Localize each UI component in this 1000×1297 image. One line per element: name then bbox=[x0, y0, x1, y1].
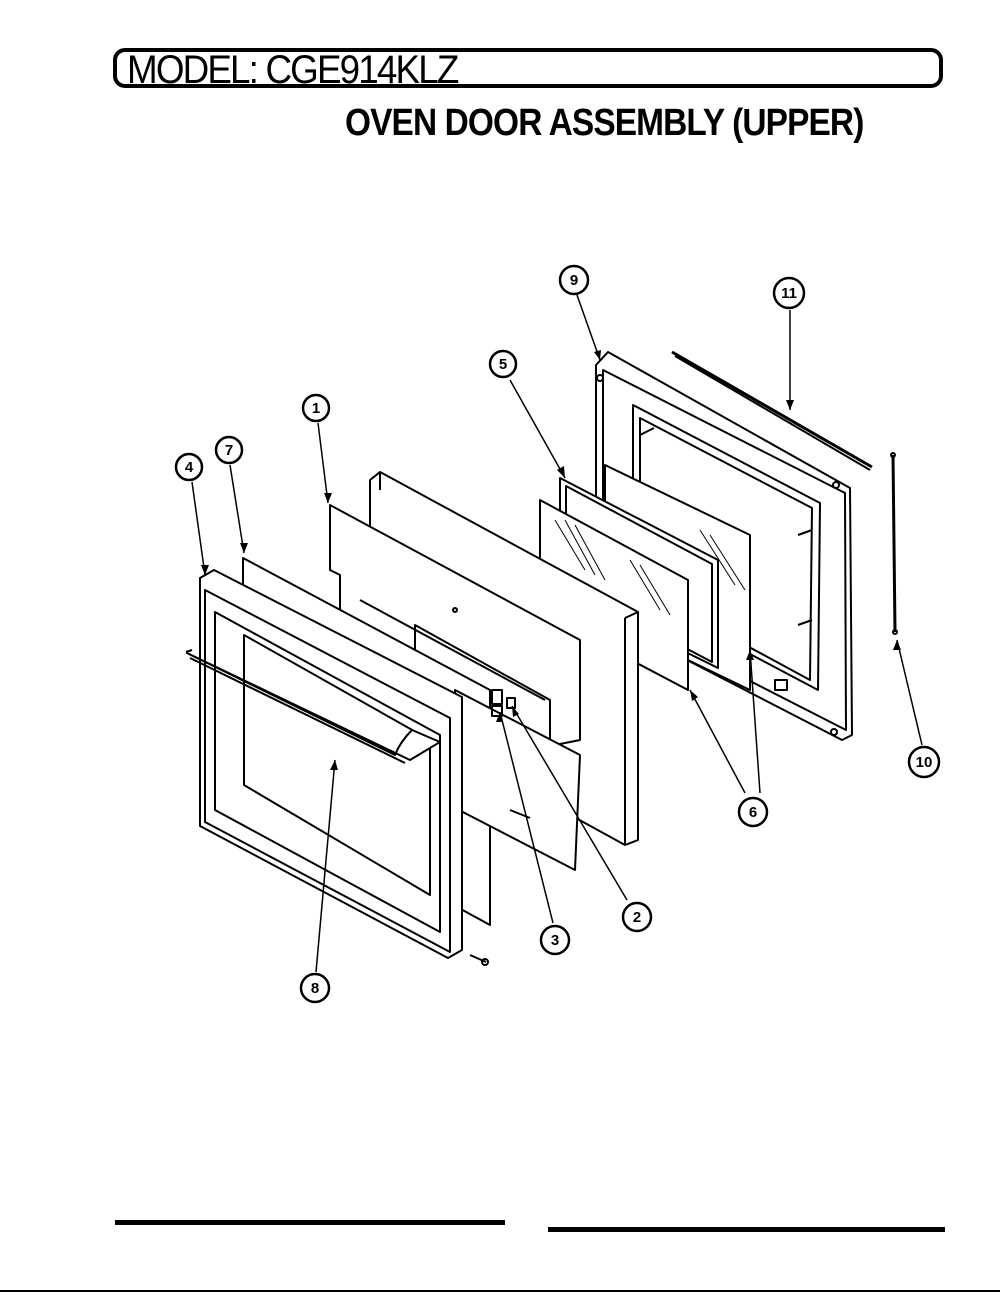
callout-7: 7 bbox=[214, 435, 244, 465]
part-outer-frame bbox=[199, 569, 463, 959]
callout-9: 9 bbox=[558, 264, 590, 296]
model-number: CGE914KLZ bbox=[265, 48, 459, 92]
callout-3: 3 bbox=[539, 924, 571, 956]
footer-rule-right bbox=[548, 1227, 945, 1232]
svg-text:11: 11 bbox=[781, 285, 797, 302]
callout-2: 2 bbox=[621, 901, 653, 933]
model-prefix: MODEL: bbox=[127, 48, 259, 92]
part-glass-panels bbox=[539, 464, 751, 691]
part-handle bbox=[185, 649, 441, 764]
svg-text:9: 9 bbox=[570, 272, 578, 289]
callout-11: 11 bbox=[772, 276, 806, 310]
callout-4: 4 bbox=[174, 452, 204, 482]
part-side-rod bbox=[890, 452, 898, 635]
model-label: MODEL: CGE914KLZ bbox=[127, 48, 459, 92]
footer-rule-left bbox=[115, 1220, 505, 1225]
svg-text:3: 3 bbox=[551, 932, 559, 949]
part-top-rod bbox=[671, 350, 873, 471]
svg-text:2: 2 bbox=[633, 909, 641, 926]
callout-6: 6 bbox=[737, 796, 769, 828]
svg-text:7: 7 bbox=[225, 442, 233, 459]
callout-5: 5 bbox=[488, 349, 518, 379]
leader-lines bbox=[191, 294, 923, 973]
svg-text:5: 5 bbox=[499, 356, 507, 373]
svg-text:8: 8 bbox=[311, 980, 319, 997]
svg-text:6: 6 bbox=[749, 804, 757, 821]
svg-text:10: 10 bbox=[916, 754, 933, 771]
callout-1: 1 bbox=[301, 393, 331, 423]
part-hinge-hardware bbox=[491, 689, 516, 717]
callout-10: 10 bbox=[907, 745, 941, 779]
callout-labels: 1 2 3 4 5 6 7 8 bbox=[174, 264, 941, 1004]
page-bottom-rule bbox=[0, 1290, 1000, 1292]
callout-8: 8 bbox=[299, 972, 331, 1004]
leader-arrowheads bbox=[201, 350, 901, 770]
part-screw bbox=[469, 954, 489, 966]
svg-text:1: 1 bbox=[312, 400, 320, 417]
svg-text:4: 4 bbox=[185, 459, 194, 476]
diagram-title: OVEN DOOR ASSEMBLY (UPPER) bbox=[345, 102, 864, 144]
model-header-box: MODEL: CGE914KLZ bbox=[113, 48, 943, 92]
